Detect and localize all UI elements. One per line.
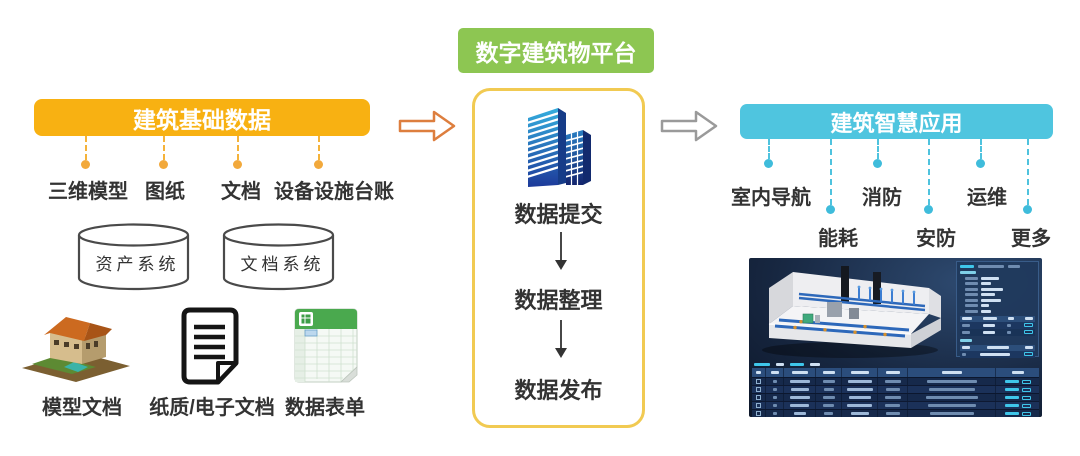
panel-field — [960, 282, 1035, 285]
panel-table2-header — [960, 344, 1035, 351]
paper-document-icon — [181, 307, 239, 385]
panel-tabs — [960, 265, 1035, 268]
step-data-publish: 数据发布 — [514, 378, 603, 403]
connector-dot — [976, 159, 985, 168]
arrow-left-to-center-icon — [398, 110, 456, 142]
connector-line — [163, 136, 165, 160]
connector-line — [1027, 139, 1029, 205]
screenshot-data-table — [752, 362, 1039, 417]
screenshot-3d-plantroom — [762, 266, 941, 358]
document-system-label: 文档系统 — [240, 255, 325, 274]
table-header-row — [752, 368, 1039, 377]
panel-row-button — [1023, 323, 1033, 327]
data-form-label: 数据表单 — [285, 397, 365, 419]
panel-table-row — [960, 328, 1035, 336]
connector-dot — [81, 160, 90, 169]
step-data-submit: 数据提交 — [514, 202, 603, 227]
platform-process-box: 数据提交 数据整理 数据发布 — [472, 88, 645, 428]
connector-dot — [159, 160, 168, 169]
connector-line — [877, 139, 879, 159]
basic-data-banner: 建筑基础数据 — [34, 99, 370, 136]
panel-field — [960, 293, 1035, 296]
app-security: 安防 — [916, 228, 956, 250]
connector-dot — [1023, 205, 1032, 214]
step-data-organize: 数据整理 — [514, 288, 603, 313]
paper-edoc-label: 纸质/电子文档 — [149, 397, 275, 419]
connector-line — [85, 136, 87, 160]
panel-section-title — [960, 271, 1035, 274]
panel-row-button — [1023, 330, 1033, 334]
panel-table-header — [960, 315, 1035, 322]
table-row — [752, 377, 1039, 385]
app-more: 更多 — [1011, 228, 1051, 250]
connector-line — [980, 139, 982, 159]
connector-line — [768, 139, 770, 159]
arrow-center-to-right-icon — [660, 110, 718, 142]
app-screenshot — [749, 258, 1042, 417]
panel-field — [960, 298, 1035, 302]
connector-dot — [873, 159, 882, 168]
connector-dot — [924, 205, 933, 214]
panel-tab — [1008, 265, 1020, 268]
app-operations: 运维 — [967, 187, 1007, 209]
table-row — [752, 409, 1039, 417]
data-item-3d-model: 三维模型 — [48, 181, 128, 203]
app-energy: 能耗 — [818, 228, 858, 250]
panel-section-title — [960, 338, 1035, 342]
panel-table2-row — [960, 350, 1035, 358]
connector-dot — [764, 159, 773, 168]
model-doc-label: 模型文档 — [42, 397, 122, 419]
down-arrow-icon — [555, 232, 567, 270]
app-fire: 消防 — [862, 187, 902, 209]
connector-line — [928, 139, 930, 205]
panel-row-button — [1024, 352, 1033, 356]
panel-field — [960, 309, 1035, 313]
connector-dot — [314, 160, 323, 169]
house-model-icon — [22, 317, 130, 382]
data-item-documents: 文档 — [221, 181, 261, 203]
table-row — [752, 393, 1039, 401]
spreadsheet-icon — [294, 308, 358, 383]
table-toolbar — [752, 362, 1039, 367]
table-row — [752, 385, 1039, 393]
data-item-drawings: 图纸 — [145, 181, 185, 203]
panel-table-row — [960, 321, 1035, 329]
platform-banner: 数字建筑物平台 — [458, 28, 654, 73]
table-row — [752, 401, 1039, 409]
panel-tab — [978, 265, 1004, 268]
platform-banner-label: 数字建筑物平台 — [475, 39, 637, 66]
smart-apps-banner: 建筑智慧应用 — [740, 104, 1053, 139]
connector-line — [830, 139, 832, 205]
connector-line — [318, 136, 320, 160]
panel-tab-active — [960, 265, 974, 268]
screenshot-info-panel — [956, 261, 1039, 358]
document-system-cylinder-icon — [222, 223, 335, 291]
down-arrow-icon — [555, 320, 567, 358]
data-item-facility-ledger: 设备设施台账 — [274, 181, 394, 203]
connector-dot — [826, 205, 835, 214]
asset-system-label: 资产系统 — [95, 255, 180, 274]
panel-field — [960, 287, 1035, 291]
buildings-icon — [528, 108, 591, 187]
asset-system-cylinder-icon — [77, 223, 190, 291]
connector-line — [237, 136, 239, 160]
basic-data-banner-label: 建筑基础数据 — [133, 106, 271, 133]
panel-field — [960, 276, 1035, 280]
smart-apps-banner-label: 建筑智慧应用 — [830, 110, 963, 136]
connector-dot — [233, 160, 242, 169]
panel-field — [960, 304, 1035, 307]
app-indoor-nav: 室内导航 — [731, 187, 811, 209]
